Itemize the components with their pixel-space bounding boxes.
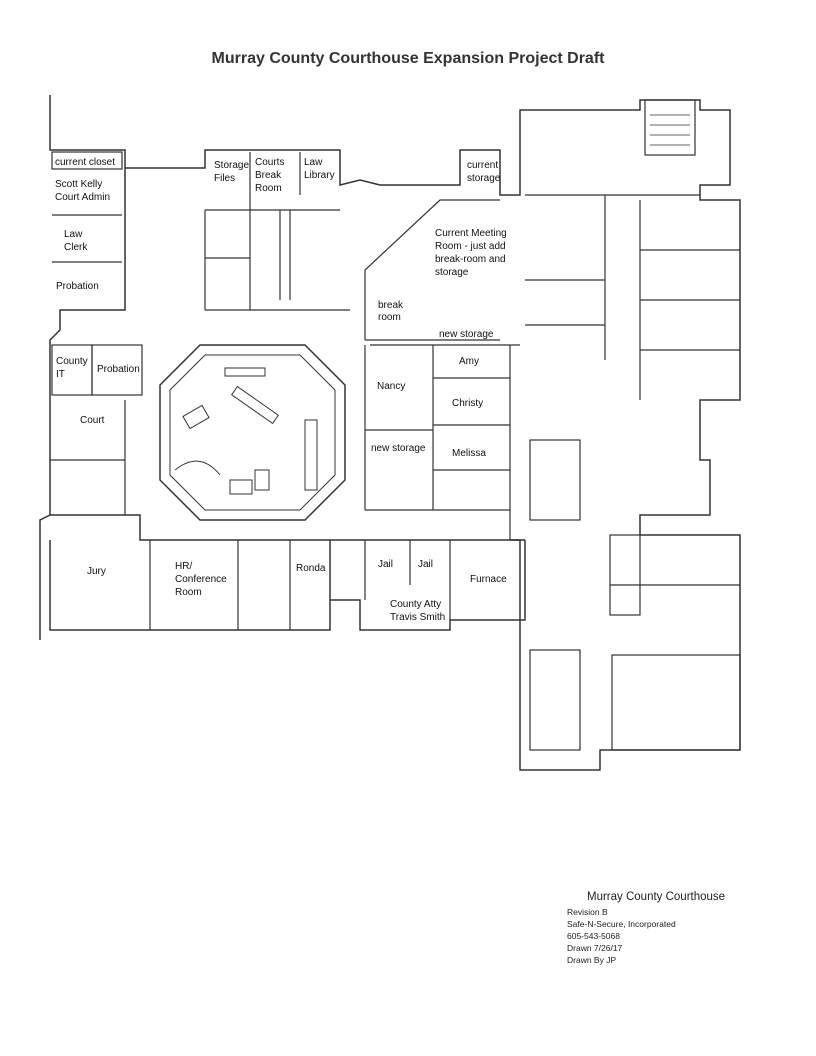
room-label-storage-files: Storage [214,160,250,171]
revision: Revision B [567,907,608,917]
room-label-nancy: Nancy [377,381,406,392]
room-label-furnace: Furnace [470,574,507,585]
title-block-heading: Murray County Courthouse [587,891,726,903]
company: Safe-N-Secure, Incorporated [567,919,676,929]
room-label-meeting: Current Meeting [435,228,507,239]
page-title: Murray County Courthouse Expansion Proje… [211,50,605,67]
room-label-meeting-3: break-room and [435,254,506,265]
room-label-meeting-2: Room - just add [435,241,506,252]
room-label-law-library: Law [304,157,323,168]
room-label-current-storage-2: storage [467,173,501,184]
room-label-hr: HR/ [175,561,193,572]
room-label-courts-break: Courts [255,157,285,168]
room-label-new-storage-2: new storage [371,443,426,454]
room-label-current-storage: current [467,160,499,171]
drawn-date: Drawn 7/26/17 [567,943,623,953]
room-label-ronda: Ronda [296,563,326,574]
room-label-county-it-2: IT [56,369,65,380]
room-label-amy: Amy [459,356,479,367]
room-label-law-clerk-2: Clerk [64,242,88,253]
central-office [159,344,346,521]
room-label-court: Court [80,415,105,426]
room-label-break-room-2: room [378,312,401,323]
title-block: Murray County Courthouse Revision B Safe… [567,890,725,966]
room-label-storage-files-2: Files [214,173,236,184]
interior-walls [50,99,741,751]
room-label-probation: Probation [56,281,99,292]
room-label-law-library-2: Library [304,170,335,181]
room-label-new-storage: new storage [439,329,494,340]
room-label-meeting-4: storage [435,267,469,278]
room-label-hr-3: Room [175,587,202,598]
room-label-break-room: break [378,300,404,311]
room-label-current-closet: current closet [55,157,116,168]
room-label-courts-break-2: Break [255,170,282,181]
room-label-county-atty-2: Travis Smith [390,612,446,623]
room-label-probation-2: Probation [97,364,140,375]
phone: 605-543-5068 [567,931,620,941]
drawn-by: Drawn By JP [567,955,617,965]
room-label-hr-2: Conference [175,574,227,585]
room-label-jail-2: Jail [418,559,434,570]
room-label-county-atty: County Atty [390,599,442,610]
room-label-courts-break-3: Room [255,183,282,194]
room-label-jury: Jury [87,566,106,577]
room-label-melissa: Melissa [452,448,486,459]
room-label-county-it: County [56,356,88,367]
room-label-law-clerk: Law [64,229,83,240]
stairs [650,114,690,146]
room-label-jail-1: Jail [378,559,394,570]
room-label-scott-kelly: Scott Kelly [55,179,103,190]
outer-walls [39,95,741,771]
room-label-christy: Christy [452,398,484,409]
room-label-court-admin: Court Admin [55,192,111,203]
